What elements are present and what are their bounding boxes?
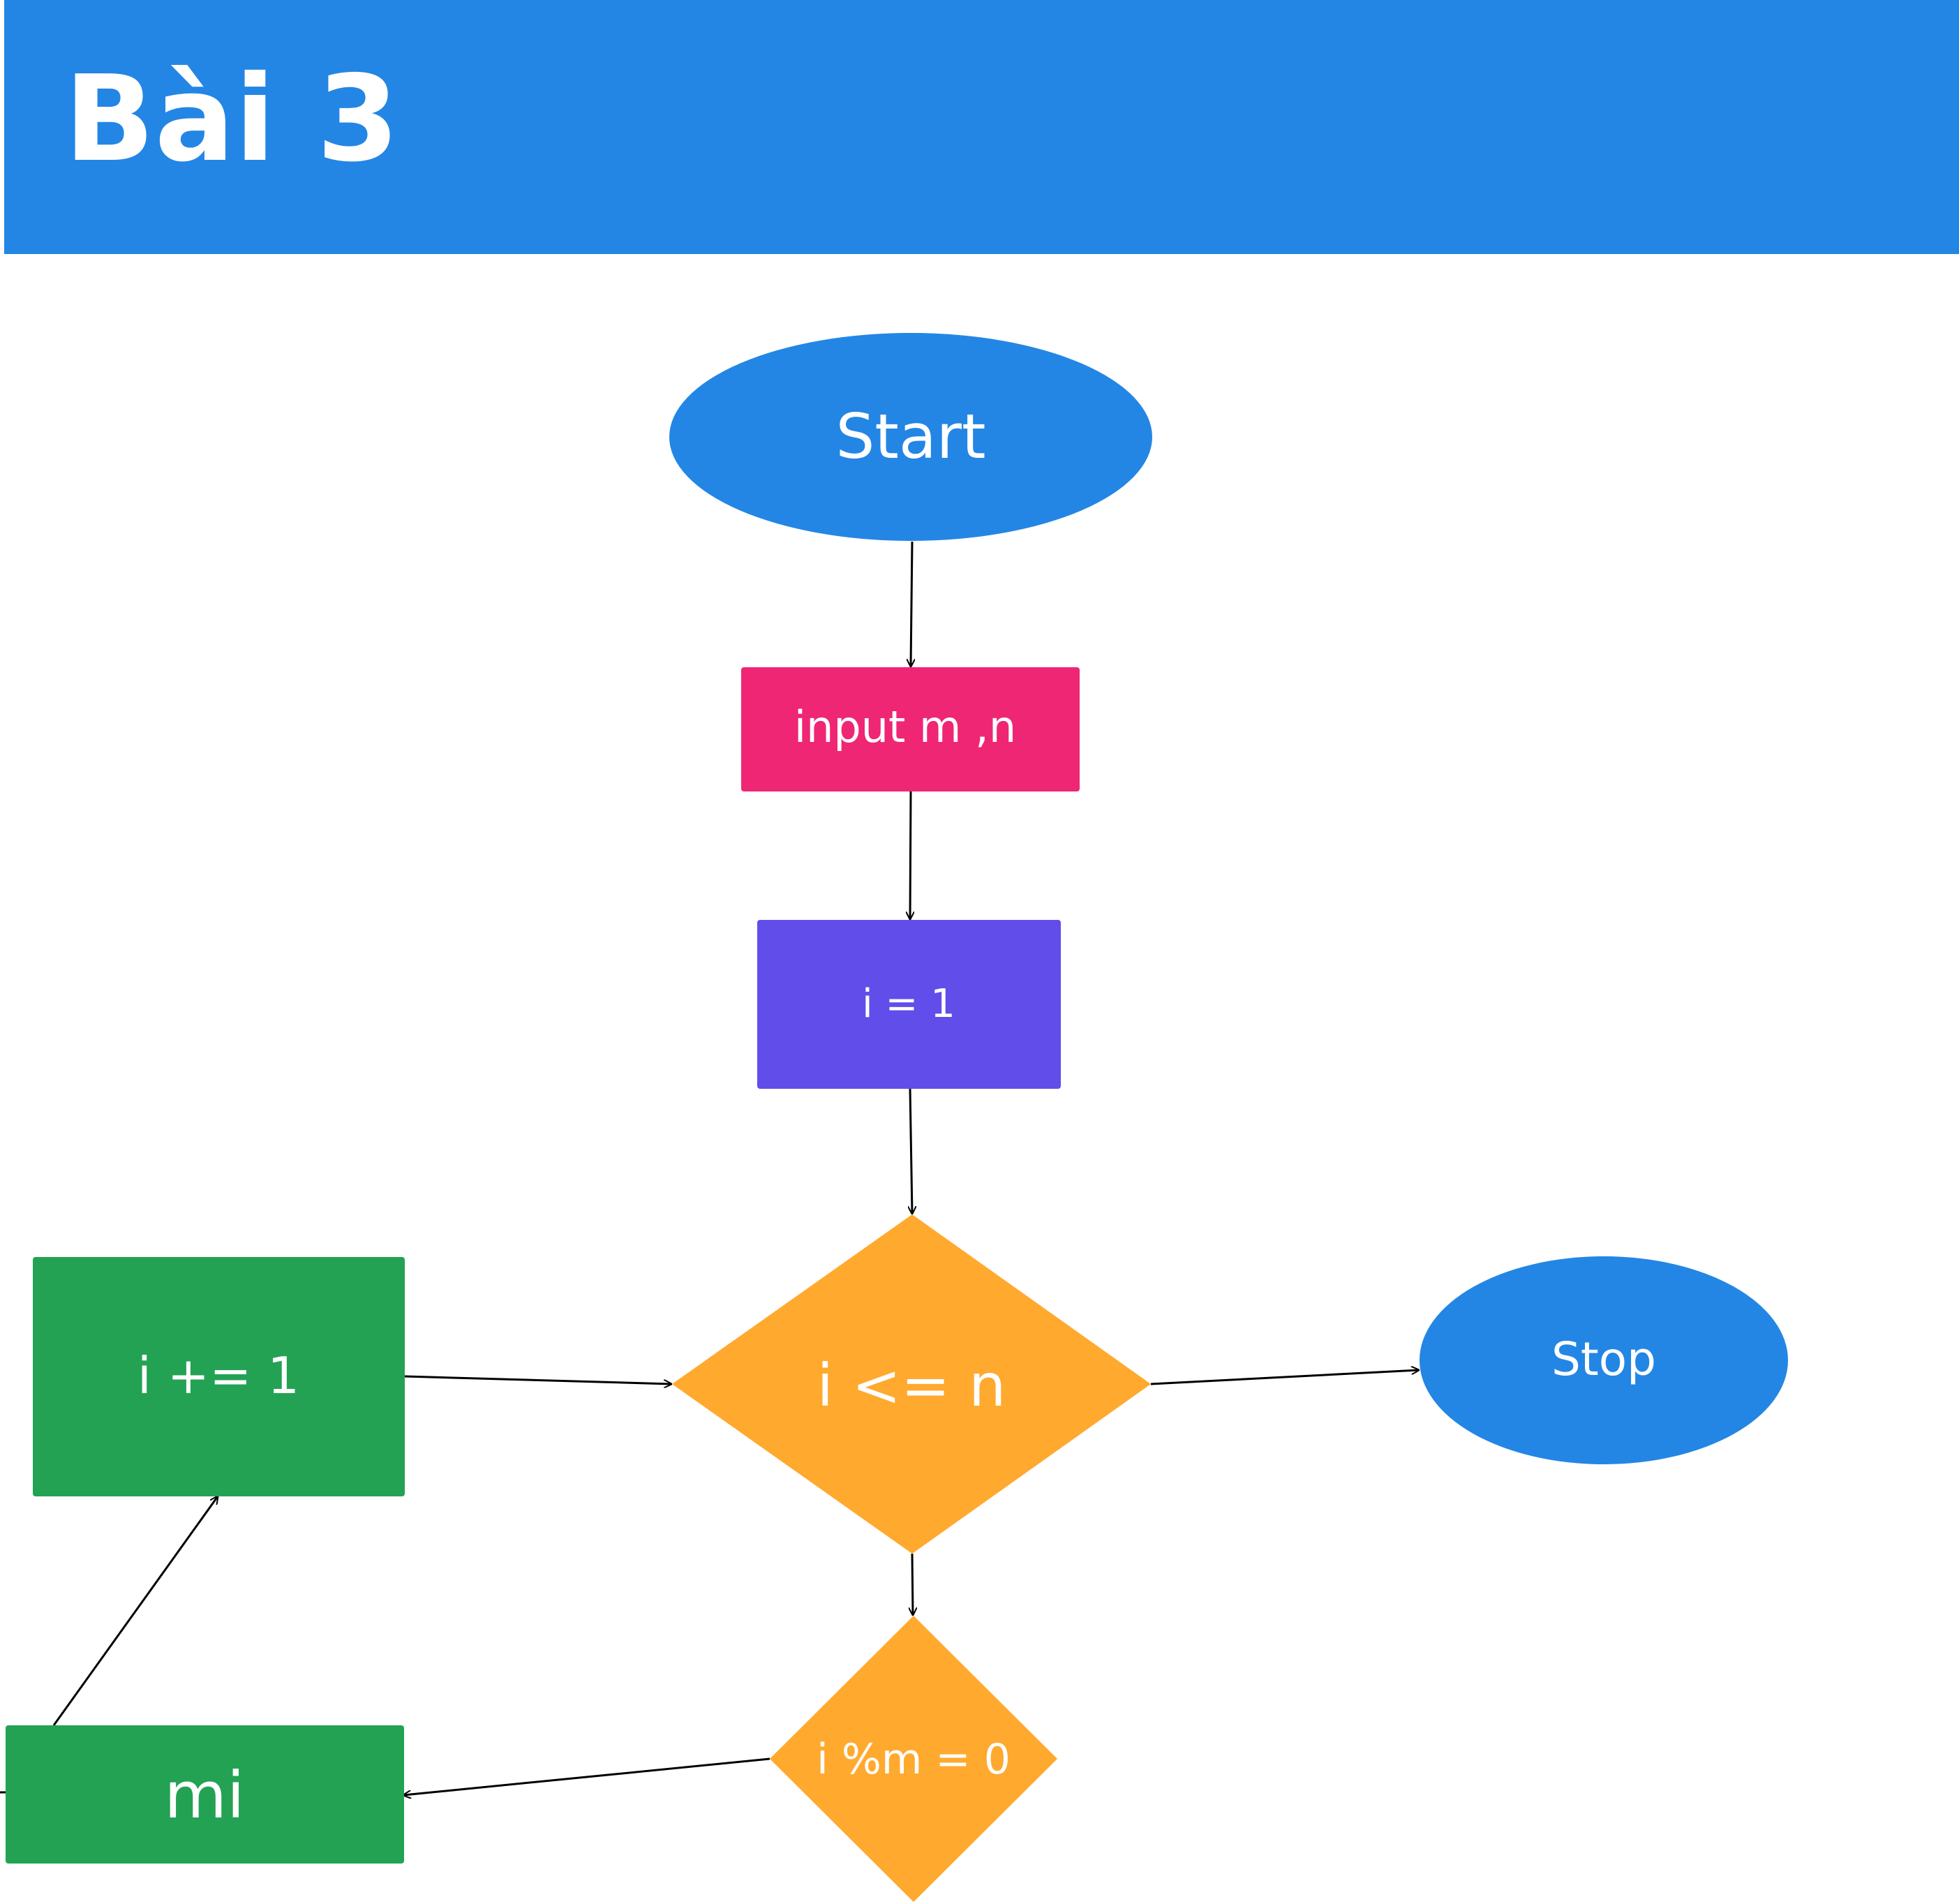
- connectors: [0, 541, 1419, 1795]
- edge-output-to-increment: [52, 1496, 218, 1726]
- stop-label: Stop: [1551, 1332, 1656, 1386]
- increment-label: i += 1: [137, 1346, 299, 1405]
- loop-condition-label: i <= n: [817, 1351, 1006, 1420]
- start-ellipse: [669, 333, 1152, 541]
- loop-condition-diamond: [672, 1214, 1151, 1554]
- stop-node: Stop: [1420, 1256, 1788, 1464]
- output-node: mi: [6, 1725, 404, 1864]
- input-node: input m ,n: [741, 667, 1080, 791]
- edge-loop-condition-to-stop: [1150, 1370, 1419, 1385]
- edge-mod-condition-to-output: [403, 1757, 770, 1795]
- input-label: input m ,n: [794, 701, 1016, 752]
- edge-increment-to-loop-condition: [404, 1375, 671, 1384]
- edge-input-to-init: [910, 791, 911, 919]
- page-title: Bài 3: [64, 50, 400, 188]
- init-label: i = 1: [862, 981, 955, 1027]
- output-label: mi: [164, 1758, 244, 1833]
- edge-loop-condition-to-mod-condition: [912, 1553, 913, 1615]
- edge-init-to-loop-condition: [910, 1088, 912, 1214]
- mod-condition-label: i %m = 0: [817, 1735, 1011, 1784]
- mod-condition-diamond: [770, 1616, 1057, 1902]
- header-bar: [4, 0, 1959, 254]
- edge-start-to-input: [911, 541, 912, 667]
- increment-rect: [33, 1257, 405, 1496]
- start-node: Start: [669, 333, 1152, 541]
- stop-ellipse: [1420, 1256, 1788, 1464]
- init-rect: [757, 920, 1061, 1089]
- mod-condition-node: i %m = 0: [770, 1616, 1057, 1902]
- output-rect: [6, 1725, 404, 1864]
- start-label: Start: [836, 401, 986, 473]
- input-rect: [741, 667, 1080, 791]
- init-node: i = 1: [757, 920, 1061, 1089]
- increment-node: i += 1: [33, 1257, 405, 1496]
- loop-condition-node: i <= n: [672, 1214, 1151, 1554]
